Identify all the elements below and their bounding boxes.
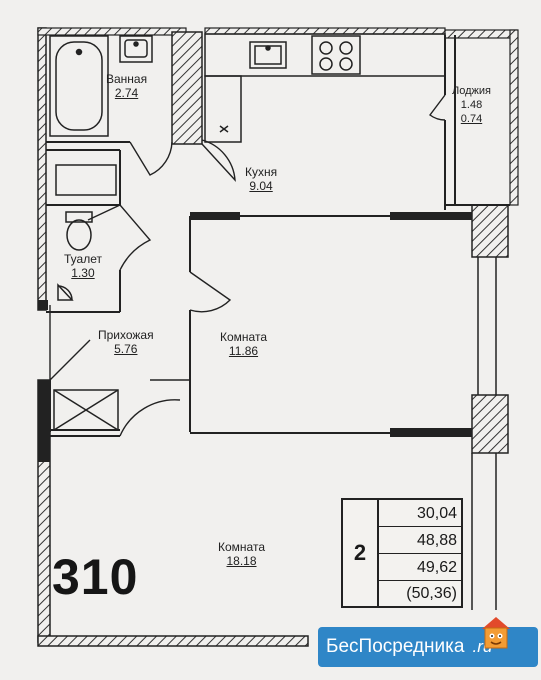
- toilet-label: Туалет 1.30: [64, 252, 102, 280]
- wardrobe: [53, 389, 119, 431]
- bathroom-name: Ванная: [106, 72, 148, 86]
- loggia-label: Лоджия 1.48 0.74: [452, 84, 491, 126]
- room1-label: Комната 11.86: [220, 330, 267, 358]
- door-swings: [49, 94, 446, 437]
- room-count: 2: [343, 500, 379, 606]
- room1-area: 11.86: [228, 344, 259, 358]
- bathroom-label: Ванная 2.74: [106, 72, 147, 100]
- watermark-name: БесПосредника: [326, 636, 465, 657]
- room2-name: Комната: [218, 540, 265, 554]
- toilet-fixture: [55, 164, 117, 301]
- area-total: 48,88: [379, 528, 461, 554]
- loggia-name: Лоджия: [452, 85, 491, 97]
- room2-area: 18.18: [226, 554, 257, 568]
- bathroom-sink: [119, 35, 153, 63]
- kitchen-name: Кухня: [245, 165, 278, 179]
- room2-label: Комната 18.18: [218, 540, 265, 568]
- house-mascot-icon: [482, 617, 510, 649]
- loggia-area-1: 1.48: [460, 99, 483, 111]
- bathtub: [49, 35, 109, 137]
- outer-walls: [37, 27, 519, 647]
- area-living: 30,04: [379, 501, 461, 527]
- hallway-name: Прихожая: [98, 328, 154, 342]
- toilet-area: 1.30: [71, 266, 95, 280]
- bathroom-area: 2.74: [114, 86, 139, 100]
- watermark-badge: БесПосредника .ru: [318, 617, 538, 667]
- area-total-loggia-full: (50,36): [406, 585, 457, 602]
- kitchen-area: 9.04: [249, 179, 273, 193]
- loggia-area-2: 0.74: [460, 113, 483, 125]
- apartment-number: 310: [52, 549, 139, 605]
- hallway-label: Прихожая 5.76: [98, 328, 154, 356]
- kitchen-label: Кухня 9.04: [245, 165, 277, 193]
- hallway-area: 5.76: [114, 342, 138, 356]
- area-total-loggia-reduced: 49,62: [379, 555, 461, 581]
- room1-name: Комната: [220, 330, 267, 344]
- kitchen-counter: [204, 33, 446, 143]
- area-summary-table: 2 30,04 48,88 49,62 (50,36): [341, 498, 463, 608]
- toilet-name: Туалет: [64, 252, 102, 266]
